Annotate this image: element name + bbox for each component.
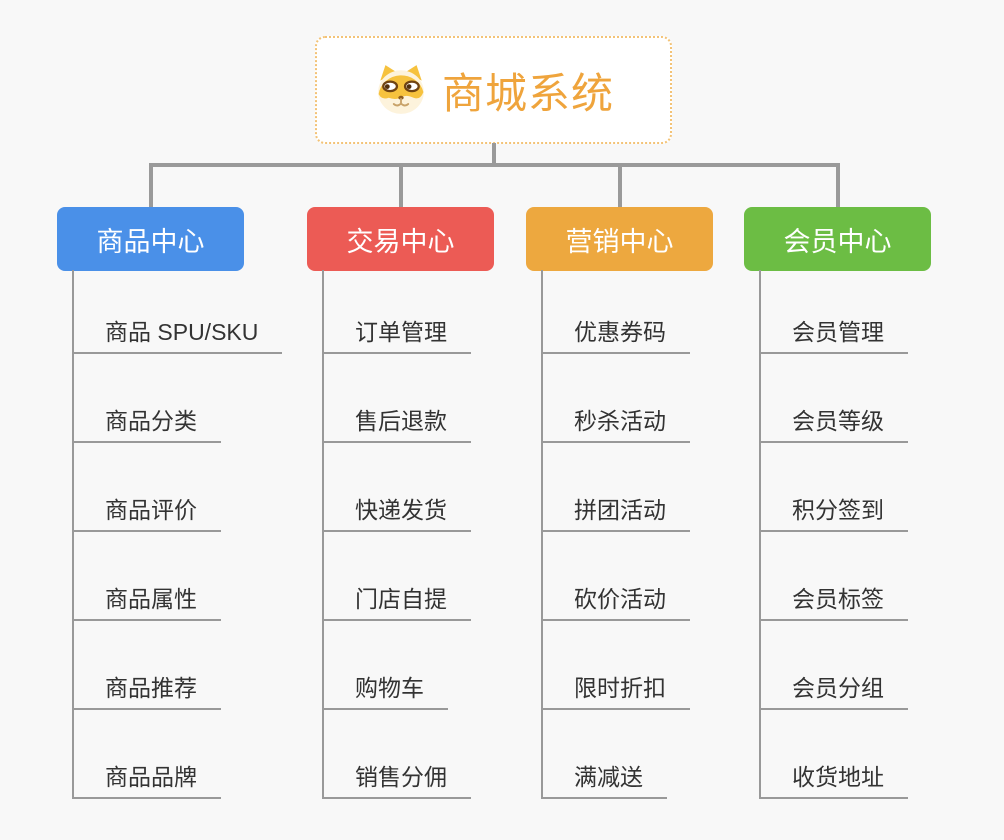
branch-topic-member-center[interactable]: 会员中心: [744, 207, 931, 271]
subtopic-item[interactable]: 商品推荐: [74, 621, 221, 710]
branch-topic-product-center[interactable]: 商品中心: [57, 207, 244, 271]
subtopic-item[interactable]: 砍价活动: [543, 532, 690, 621]
subtopic-item[interactable]: 秒杀活动: [543, 354, 690, 443]
subtopic-item[interactable]: 会员分组: [761, 621, 908, 710]
subtopic-item[interactable]: 门店自提: [324, 532, 471, 621]
subtopic-item[interactable]: 会员标签: [761, 532, 908, 621]
subtopic-item[interactable]: 拼团活动: [543, 443, 690, 532]
branch-children-marketing-center: 优惠券码秒杀活动拼团活动砍价活动限时折扣满减送: [541, 270, 690, 799]
subtopic-item[interactable]: 收货地址: [761, 710, 908, 799]
connector-line: [148, 163, 840, 167]
subtopic-item[interactable]: 商品品牌: [74, 710, 221, 799]
subtopic-item[interactable]: 快递发货: [324, 443, 471, 532]
subtopic-item[interactable]: 会员管理: [761, 270, 908, 354]
connector-line: [148, 163, 153, 209]
branch-children-member-center: 会员管理会员等级积分签到会员标签会员分组收货地址: [759, 270, 908, 799]
subtopic-item[interactable]: 限时折扣: [543, 621, 690, 710]
connector-line: [835, 163, 840, 209]
subtopic-item[interactable]: 商品 SPU/SKU: [74, 270, 283, 354]
subtopic-item[interactable]: 售后退款: [324, 354, 471, 443]
subtopic-item[interactable]: 商品属性: [74, 532, 221, 621]
subtopic-item[interactable]: 商品评价: [74, 443, 221, 532]
subtopic-item[interactable]: 会员等级: [761, 354, 908, 443]
subtopic-item[interactable]: 购物车: [324, 621, 448, 710]
connector-line: [617, 163, 622, 209]
subtopic-item[interactable]: 商品分类: [74, 354, 221, 443]
branch-children-trade-center: 订单管理售后退款快递发货门店自提购物车销售分佣: [322, 270, 471, 799]
subtopic-item[interactable]: 优惠券码: [543, 270, 690, 354]
root-topic-title: 商城系统: [441, 69, 614, 117]
subtopic-item[interactable]: 销售分佣: [324, 710, 471, 799]
subtopic-item[interactable]: 订单管理: [324, 270, 471, 354]
connector-line: [398, 163, 403, 209]
connector-line: [491, 143, 496, 167]
root-topic[interactable]: 商城系统: [315, 36, 672, 144]
subtopic-item[interactable]: 积分签到: [761, 443, 908, 532]
branch-topic-marketing-center[interactable]: 营销中心: [526, 207, 713, 271]
branch-topic-trade-center[interactable]: 交易中心: [307, 207, 494, 271]
subtopic-item[interactable]: 满减送: [543, 710, 667, 799]
dog-face-icon: [378, 65, 424, 114]
